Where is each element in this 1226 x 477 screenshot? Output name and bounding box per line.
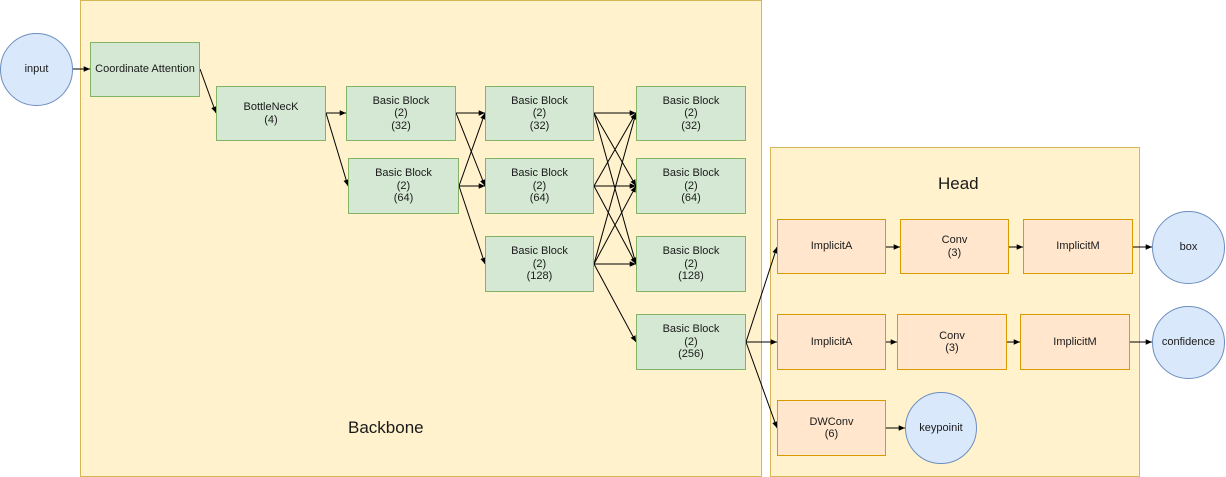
edge-c3-256-to-r1-implicit-a xyxy=(745,246,778,343)
head-box-implicit-a: ImplicitA xyxy=(777,219,886,274)
block-repeat: (2) xyxy=(394,107,408,120)
block-param: (6) xyxy=(824,428,839,440)
block-title: ImplicitA xyxy=(810,240,853,253)
block-channels: (64) xyxy=(529,192,550,205)
block-title: ImplicitM xyxy=(1056,240,1100,253)
block-title: BottleNecK xyxy=(243,101,299,113)
block-title: Coordinate Attention xyxy=(95,63,195,76)
head-confidence-implicit-a: ImplicitA xyxy=(777,314,886,370)
head-box-conv: Conv (3) xyxy=(900,219,1009,274)
block-channels: (32) xyxy=(391,119,411,132)
block-title: ImplicitA xyxy=(810,335,853,348)
head-keypoint-dwconv: DWConv (6) xyxy=(777,400,886,456)
basic-block-stage1-32: Basic Block (2) (32) xyxy=(346,86,456,141)
edge-c1-64-to-c2-32 xyxy=(458,112,486,187)
block-repeat: (2) xyxy=(684,107,698,120)
edge-c1-32-to-c2-64 xyxy=(455,112,486,187)
block-repeat: (2) xyxy=(532,107,547,120)
block-title: DWConv xyxy=(809,415,854,428)
block-repeat: (2) xyxy=(532,257,547,270)
box-label: box xyxy=(1179,241,1198,254)
block-repeat: (2) xyxy=(396,179,411,192)
edge-bottleneck-to-block-64 xyxy=(325,112,349,187)
edge-c1-64-to-c2-128 xyxy=(458,185,486,265)
block-title: ImplicitM xyxy=(1053,335,1097,348)
block-channels: (64) xyxy=(681,192,701,205)
block-title: Basic Block xyxy=(662,323,720,336)
basic-block-stage3-256: Basic Block (2) (256) xyxy=(636,314,746,370)
block-param: (3) xyxy=(947,246,962,259)
edge-c2-128-to-c3-32 xyxy=(593,112,638,265)
coordinate-attention-block: Coordinate Attention xyxy=(90,42,200,97)
confidence-output-node: confidence xyxy=(1152,306,1225,379)
block-repeat: (2) xyxy=(684,179,698,192)
block-param: (3) xyxy=(945,342,959,354)
block-channels: (256) xyxy=(678,348,704,361)
block-title: Basic Block xyxy=(662,167,720,180)
block-channels: (32) xyxy=(529,119,550,132)
basic-block-stage3-128: Basic Block (2) (128) xyxy=(636,236,746,292)
block-title: Basic Block xyxy=(662,245,720,258)
backbone-label: Backbone xyxy=(348,418,424,437)
confidence-label: confidence xyxy=(1161,336,1216,349)
block-channels: (128) xyxy=(678,270,704,283)
block-title: Conv xyxy=(939,329,965,342)
head-confidence-implicit-m: ImplicitM xyxy=(1020,314,1130,370)
basic-block-stage2-128: Basic Block (2) (128) xyxy=(485,236,594,292)
block-channels: (64) xyxy=(393,192,414,205)
block-title: Basic Block xyxy=(511,245,568,258)
box-output-node: box xyxy=(1152,211,1225,284)
head-box-implicit-m: ImplicitM xyxy=(1023,219,1133,274)
basic-block-stage2-32: Basic Block (2) (32) xyxy=(485,86,594,141)
edge-c3-256-to-dwconv xyxy=(745,341,778,429)
block-title: Basic Block xyxy=(511,94,568,107)
head-confidence-conv: Conv (3) xyxy=(897,314,1007,370)
block-param: (4) xyxy=(264,113,278,126)
block-title: Basic Block xyxy=(372,94,430,107)
block-repeat: (2) xyxy=(684,335,698,348)
input-node: input xyxy=(0,33,73,106)
block-title: Basic Block xyxy=(511,167,568,180)
edge-c2-64-to-c3-32 xyxy=(593,112,637,187)
basic-block-stage3-64: Basic Block (2) (64) xyxy=(636,158,746,214)
edge-c2-128-to-c3-256 xyxy=(593,263,637,343)
block-title: Basic Block xyxy=(375,167,432,180)
block-channels: (128) xyxy=(526,270,553,283)
block-repeat: (2) xyxy=(684,257,698,270)
basic-block-stage1-64: Basic Block (2) (64) xyxy=(348,158,459,214)
block-title: Conv xyxy=(941,234,968,246)
bottleneck-block: BottleNecK (4) xyxy=(216,86,326,141)
keypoint-output-node: keypoinit xyxy=(905,392,977,464)
block-channels: (32) xyxy=(681,119,701,132)
basic-block-stage2-64: Basic Block (2) (64) xyxy=(485,158,594,214)
head-label: Head xyxy=(938,174,979,193)
keypoint-label: keypoinit xyxy=(919,421,963,434)
edge-coord-attention-to-bottleneck xyxy=(199,68,217,114)
basic-block-stage3-32: Basic Block (2) (32) xyxy=(636,86,746,141)
block-repeat: (2) xyxy=(532,179,547,192)
block-title: Basic Block xyxy=(662,94,720,107)
input-label: input xyxy=(24,63,49,76)
edge-c2-128-to-c3-64 xyxy=(593,185,637,265)
